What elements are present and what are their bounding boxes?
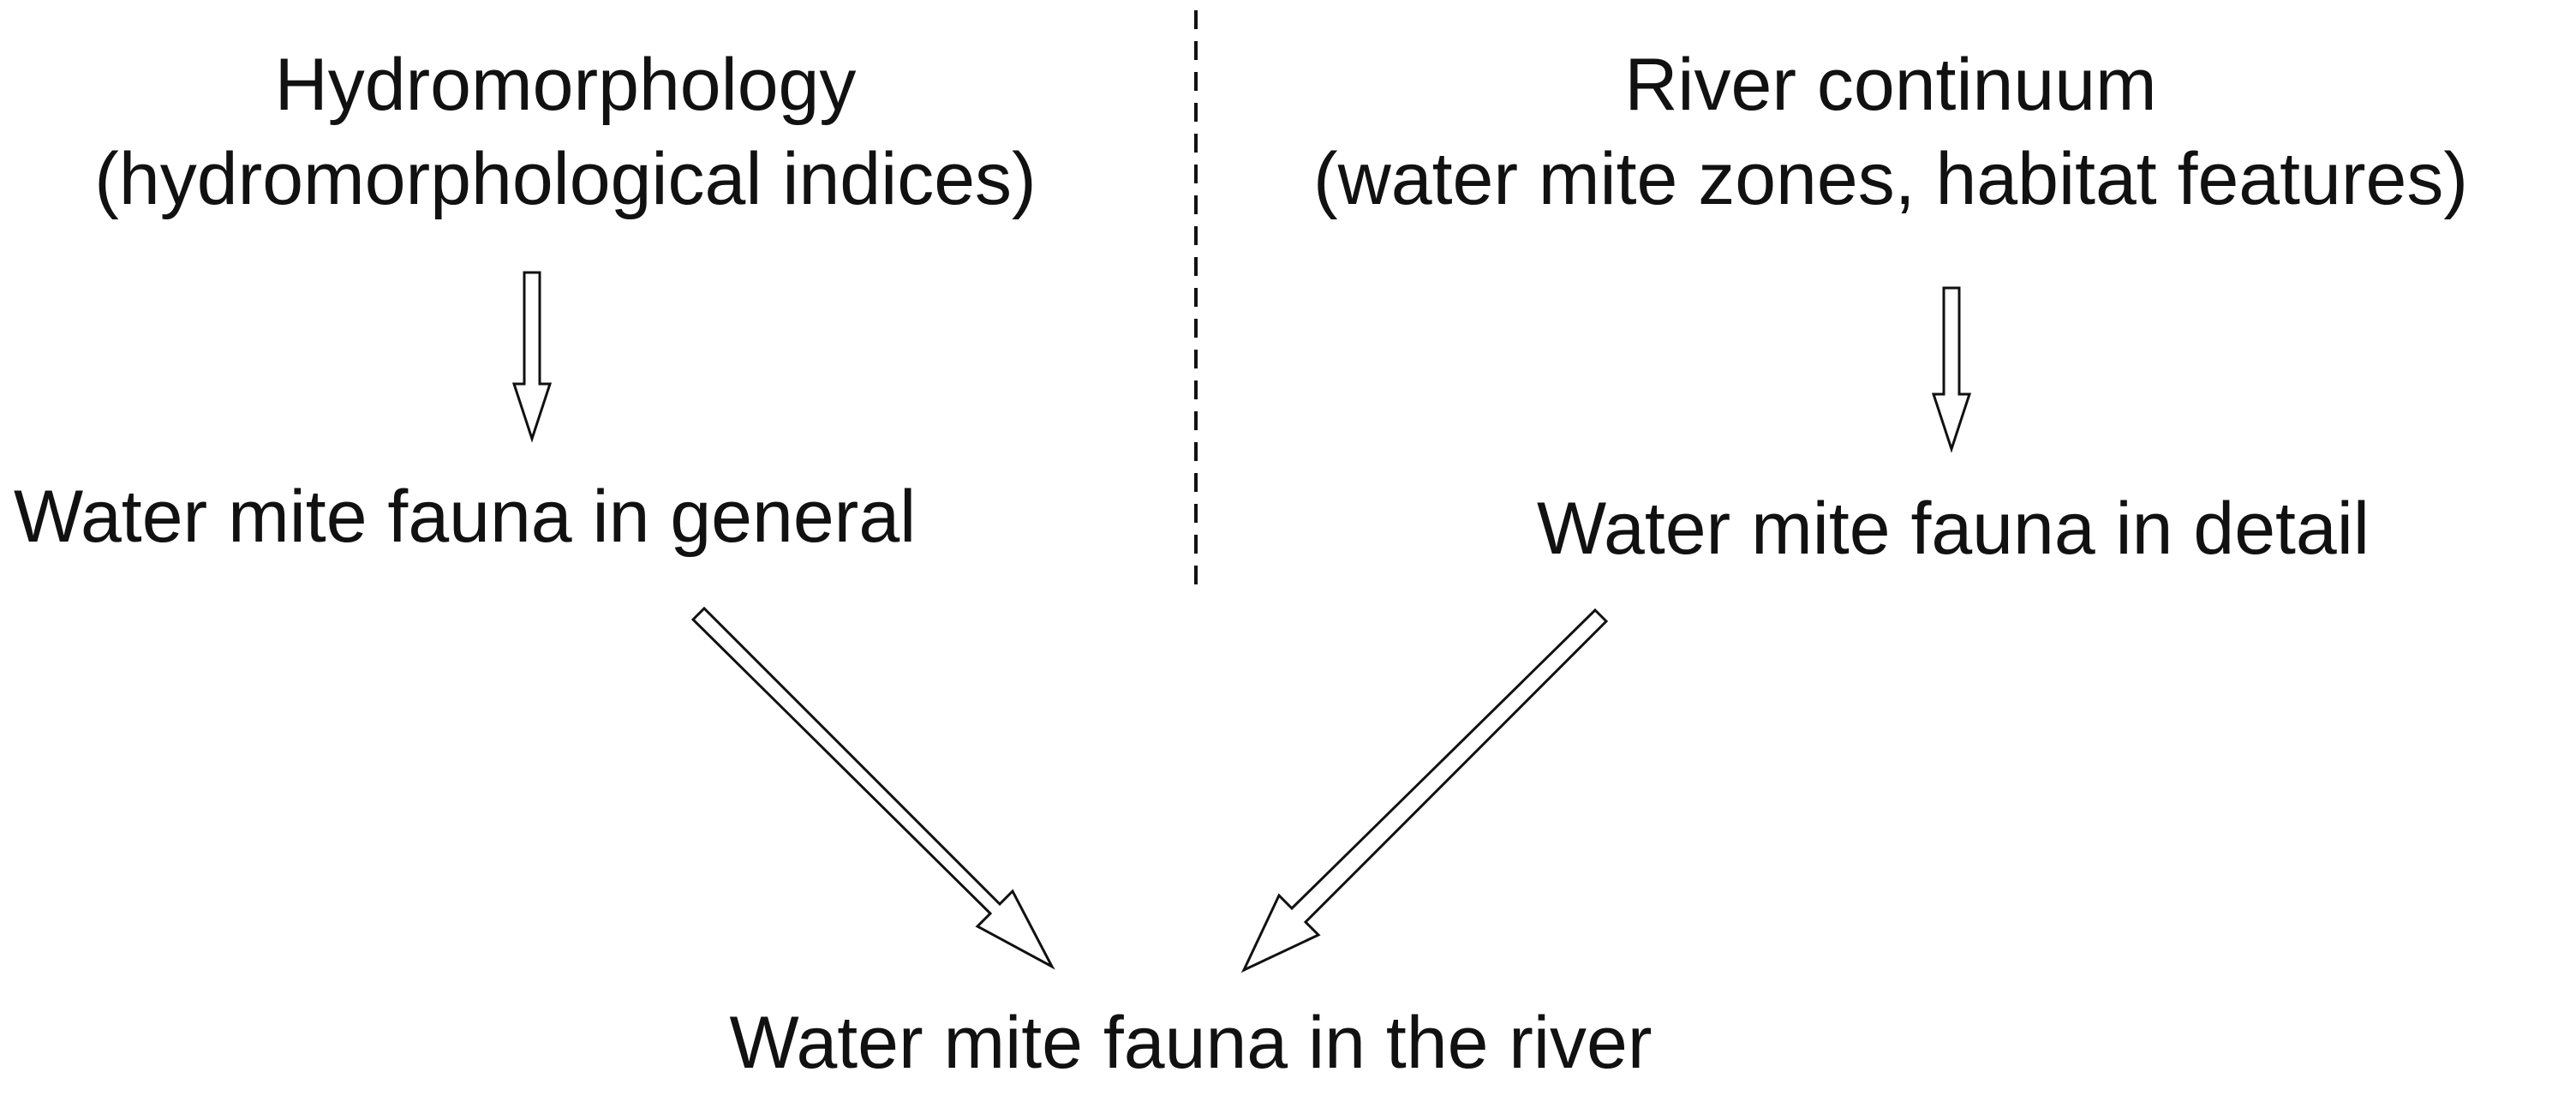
- left-outcome: Water mite fauna in general: [14, 476, 917, 558]
- left-heading: Hydromorphology: [274, 44, 857, 126]
- right-down-arrow: [1931, 286, 1972, 453]
- right-heading: River continuum: [1624, 44, 2157, 126]
- right-diagonal-arrow: [1240, 608, 1609, 973]
- right-outcome: Water mite fauna in detail: [1537, 488, 2370, 570]
- left-diagonal-arrow: [690, 606, 1055, 970]
- left-subheading: (hydromorphological indices): [94, 138, 1037, 220]
- left-down-arrow: [511, 271, 553, 443]
- right-subheading: (water mite zones, habitat features): [1313, 138, 2468, 220]
- result-label: Water mite fauna in the river: [729, 1002, 1653, 1084]
